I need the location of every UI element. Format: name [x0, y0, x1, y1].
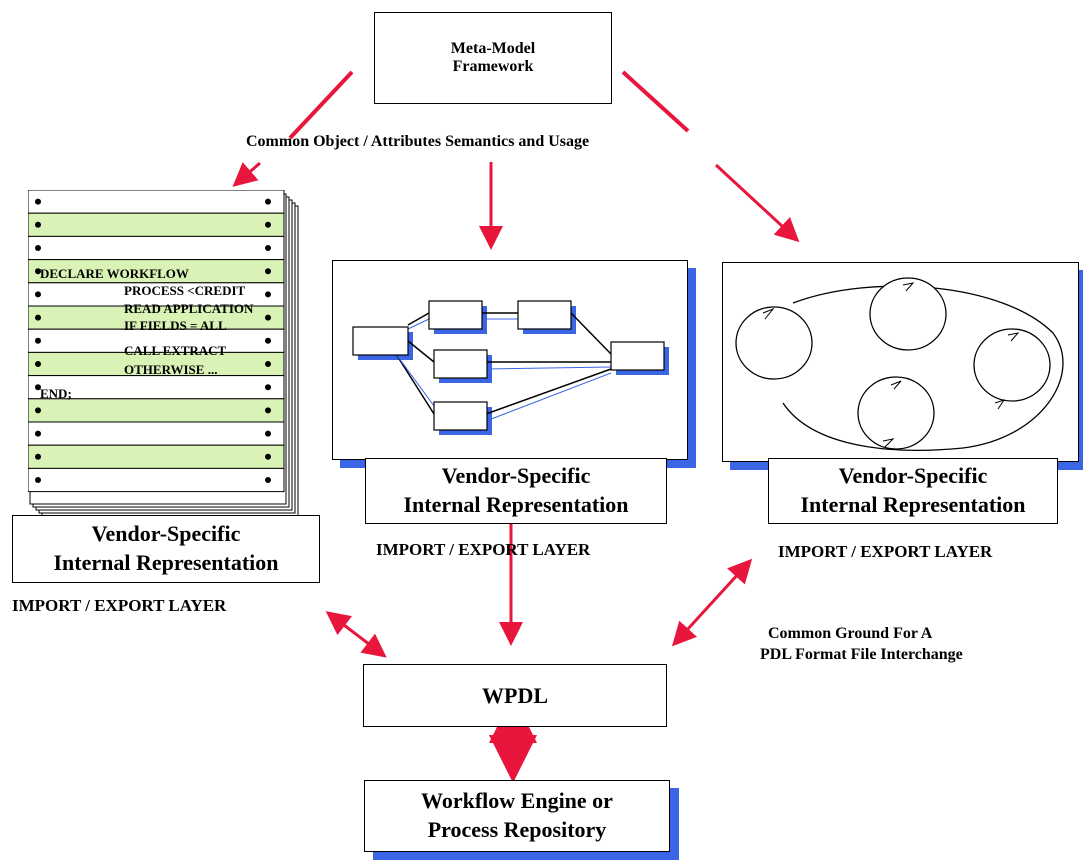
middle-layer-label: IMPORT / EXPORT LAYER — [376, 540, 591, 559]
sprocket-hole — [35, 407, 41, 414]
right-rep-line1: Vendor-Specific — [838, 463, 988, 489]
left-rep-line2: Internal Representation — [53, 550, 279, 575]
sprocket-hole — [265, 291, 271, 298]
arrow-meta-to-left-top — [288, 70, 354, 140]
sprocket-hole — [35, 430, 41, 437]
code-line-3: READ APPLICATION — [124, 301, 254, 316]
code-line-7: END; — [40, 386, 72, 401]
sprocket-hole — [265, 430, 271, 437]
middle-rep-line1: Vendor-Specific — [441, 463, 591, 489]
sprocket-hole — [35, 337, 41, 344]
sprocket-hole — [265, 268, 271, 275]
code-sheet-stack — [28, 190, 303, 520]
wpdl-box: WPDL — [363, 664, 667, 727]
sprocket-hole — [265, 407, 271, 414]
code-sheet-row — [28, 444, 285, 469]
code-sheet-row — [28, 467, 285, 493]
middle-rep-line2: Internal Representation — [403, 492, 629, 517]
sprocket-hole — [35, 477, 41, 483]
sprocket-hole — [265, 221, 271, 228]
sprocket-hole — [35, 314, 41, 321]
code-line-6: OTHERWISE ... — [124, 362, 218, 377]
code-line-2: PROCESS <CREDIT — [124, 283, 246, 298]
code-sheet-row — [28, 235, 285, 261]
engine-line2: Process Repository — [427, 817, 607, 842]
code-line-1: DECLARE WORKFLOW — [40, 266, 189, 281]
code-sheet-row — [28, 421, 285, 446]
meta-model-line1: Meta-Model — [450, 40, 536, 57]
left-vendor-rep-box: Vendor-Specific Internal Representation — [12, 515, 320, 583]
meta-model-line2: Framework — [452, 58, 534, 75]
sprocket-hole — [265, 198, 271, 205]
sprocket-hole — [35, 384, 41, 391]
right-state-panel — [722, 262, 1079, 462]
right-layer-label: IMPORT / EXPORT LAYER — [778, 542, 993, 561]
sprocket-hole — [35, 361, 41, 367]
sprocket-hole — [265, 337, 271, 344]
arrow-to-left-panel — [232, 161, 261, 187]
sprocket-hole — [35, 268, 41, 275]
arrow-to-right-panel — [714, 163, 800, 243]
common-semantics-label: Common Object / Attributes Semantics and… — [246, 133, 590, 150]
code-sheet-graphic — [28, 190, 299, 517]
sprocket-hole — [265, 314, 271, 321]
middle-flowchart-panel — [332, 260, 688, 460]
code-line-4: IF FIELDS = ALL — [124, 318, 227, 333]
sprocket-hole — [35, 291, 41, 298]
code-sheet-row — [28, 398, 285, 423]
engine-box: Workflow Engine or Process Repository — [364, 780, 670, 852]
arrow-right-layer-wpdl — [671, 558, 753, 647]
arrow-left-layer-wpdl — [325, 611, 387, 658]
right-vendor-rep-box: Vendor-Specific Internal Representation — [768, 458, 1058, 524]
middle-vendor-rep-box: Vendor-Specific Internal Representation — [365, 458, 667, 524]
left-rep-line1: Vendor-Specific — [91, 521, 241, 547]
sprocket-hole — [35, 198, 41, 205]
code-line-5: CALL EXTRACT — [124, 343, 227, 358]
arrow-meta-to-right-top — [621, 70, 690, 133]
left-layer-label: IMPORT / EXPORT LAYER — [12, 596, 227, 615]
common-ground-line2: PDL Format File Interchange — [760, 645, 963, 663]
sprocket-hole — [265, 245, 271, 251]
engine-line1: Workflow Engine or — [421, 788, 613, 814]
sprocket-hole — [265, 384, 271, 391]
common-ground-label: Common Ground For A PDL Format File Inte… — [760, 624, 1080, 666]
sprocket-hole — [35, 245, 41, 251]
common-ground-line1: Common Ground For A — [768, 625, 933, 642]
flowchart-graphic — [352, 300, 669, 435]
sprocket-hole — [35, 221, 41, 228]
code-sheet-row — [28, 190, 285, 214]
sprocket-hole — [265, 477, 271, 483]
wpdl-label: WPDL — [482, 682, 548, 708]
code-sheet-row — [28, 212, 285, 237]
sprocket-hole — [265, 453, 271, 460]
state-diagram-graphic — [735, 277, 1064, 451]
sprocket-hole — [35, 453, 41, 460]
meta-model-box: Meta-Model Framework — [374, 12, 612, 104]
sprocket-hole — [265, 361, 271, 367]
right-rep-line2: Internal Representation — [800, 492, 1026, 517]
